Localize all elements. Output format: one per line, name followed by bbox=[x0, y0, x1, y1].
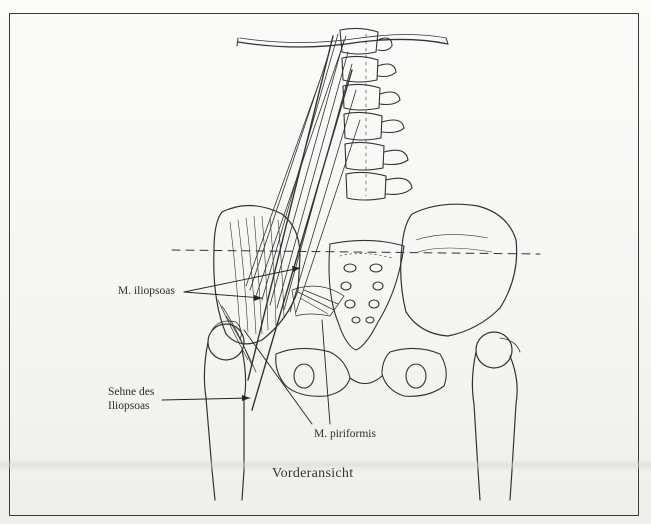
leader-lines bbox=[162, 268, 330, 424]
femur-right bbox=[472, 332, 520, 500]
leader-iliopsoas-2 bbox=[184, 292, 262, 298]
iliacus-muscle bbox=[218, 300, 256, 372]
pelvis-right bbox=[401, 204, 517, 336]
sacrum bbox=[329, 240, 404, 350]
pelvis-left bbox=[214, 205, 300, 343]
lumbar-spine bbox=[340, 28, 412, 200]
label-tendon-line2: Iliopsoas bbox=[108, 400, 150, 413]
label-piriformis: M. piriformis bbox=[314, 428, 376, 441]
label-iliopsoas: M. iliopsoas bbox=[118, 285, 175, 298]
leader-piriformis-2 bbox=[322, 320, 330, 424]
figure-caption: Vorderansicht bbox=[272, 466, 353, 482]
leader-piriformis-1 bbox=[244, 330, 312, 424]
label-tendon-line1: Sehne des bbox=[108, 386, 154, 399]
femur-left bbox=[204, 321, 245, 500]
pubic-region bbox=[276, 348, 447, 396]
